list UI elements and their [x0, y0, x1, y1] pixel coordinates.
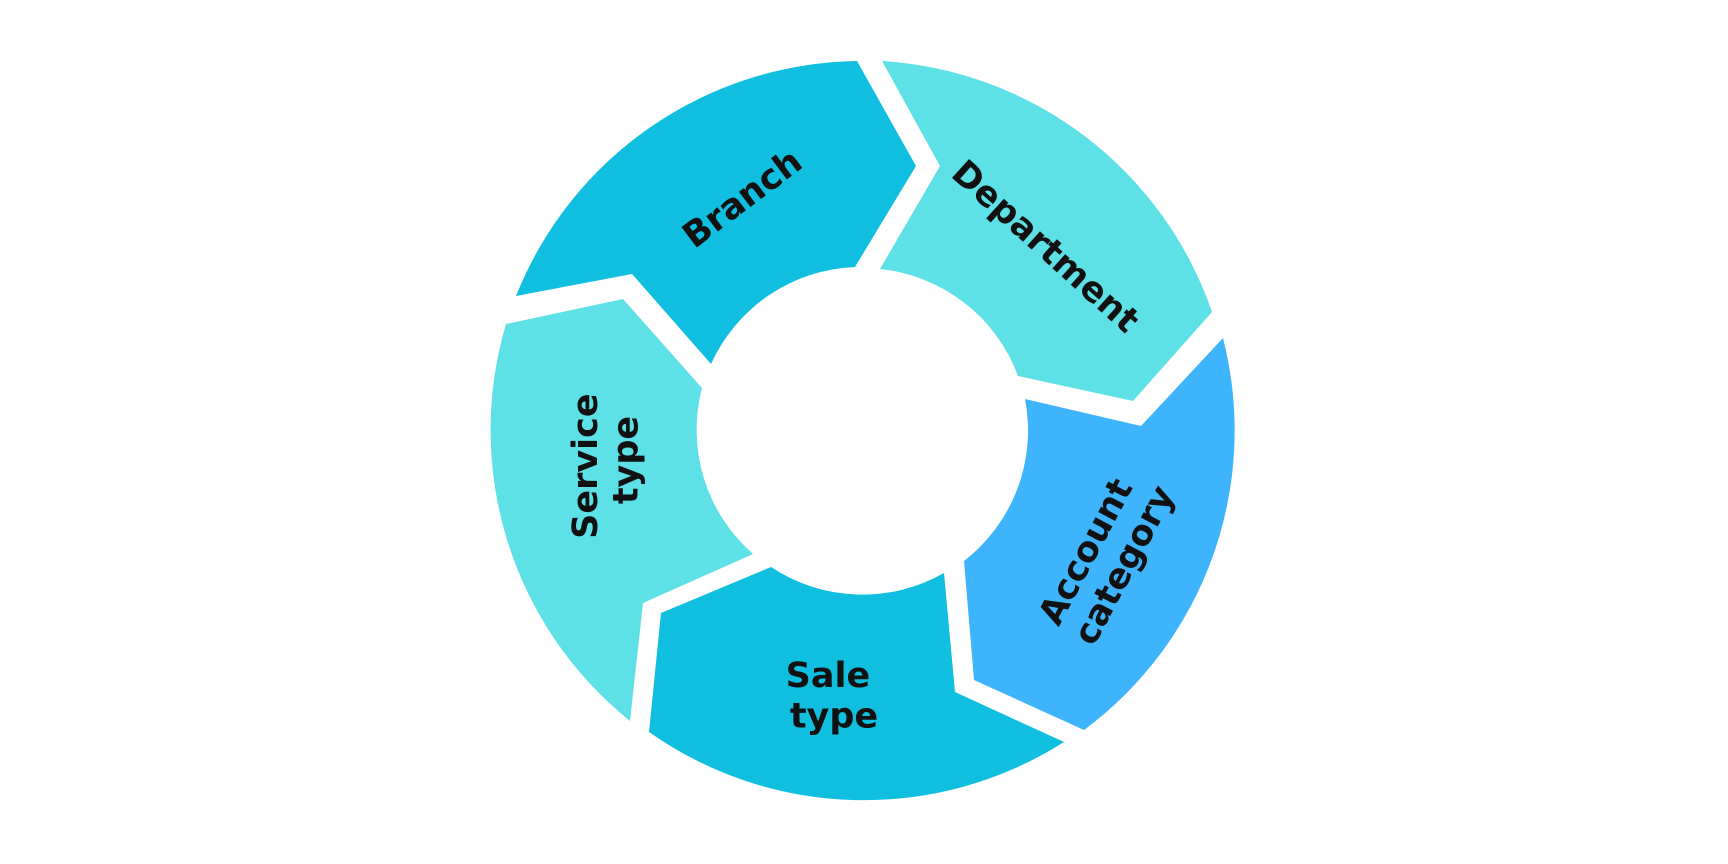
segment-department: Department	[880, 61, 1212, 401]
segment-sale-type: Sale type	[649, 567, 1064, 801]
segment-service-type-label-line-2: type	[606, 416, 646, 504]
segment-account-category-shape	[964, 338, 1235, 730]
segment-service-type-shape	[490, 299, 753, 721]
segment-service-type: Service type	[490, 299, 753, 721]
segment-sale-type-shape	[649, 567, 1064, 801]
segment-account-category: Account category	[964, 338, 1235, 730]
segment-department-shape	[880, 61, 1212, 401]
segment-service-type-label: Service type	[566, 381, 646, 539]
segment-sale-type-label-line-2: type	[790, 696, 878, 736]
segment-branch: Branch	[516, 61, 916, 364]
segment-branch-shape	[516, 61, 916, 364]
segment-sale-type-label: Sale type	[786, 656, 883, 736]
segment-sale-type-label-line-1: Sale	[786, 656, 871, 696]
segment-service-type-label-line-1: Service	[566, 393, 606, 539]
